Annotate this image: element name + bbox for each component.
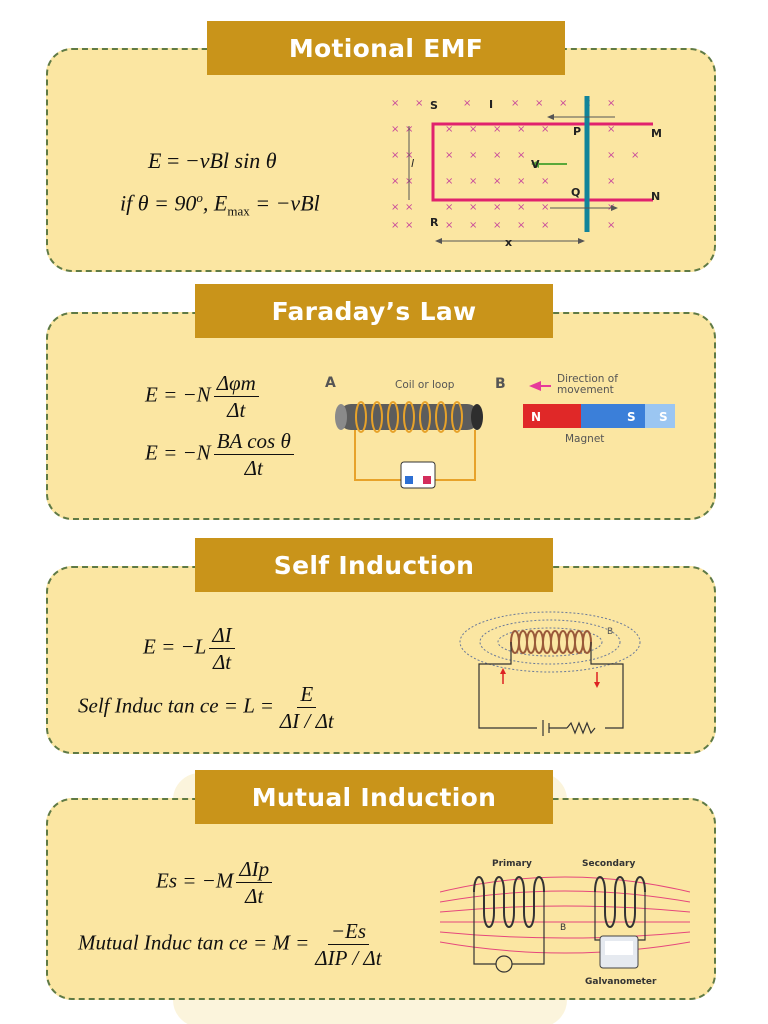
svg-text:S: S bbox=[627, 410, 636, 424]
svg-text:S: S bbox=[659, 410, 668, 424]
svg-text:×: × bbox=[445, 176, 453, 187]
svg-text:Magnet: Magnet bbox=[565, 433, 604, 445]
svg-text:×: × bbox=[535, 98, 543, 109]
svg-text:×: × bbox=[607, 220, 615, 231]
svg-text:×: × bbox=[517, 150, 525, 161]
motional-emf-equation-1: E = −vBl sin θ bbox=[148, 148, 277, 173]
svg-text:×: × bbox=[631, 150, 639, 161]
motional-emf-diagram: × × × × × × × × × × × × × × × × × × × × × × × × × × × × × × × × × × × ×… bbox=[391, 96, 662, 249]
svg-text:×: × bbox=[445, 202, 453, 213]
svg-text:×: × bbox=[517, 220, 525, 231]
svg-text:×: × bbox=[541, 202, 549, 213]
svg-text:B: B bbox=[560, 923, 566, 933]
svg-text:×: × bbox=[493, 202, 501, 213]
svg-text:×: × bbox=[391, 98, 399, 109]
svg-text:B: B bbox=[607, 627, 613, 637]
svg-text:×: × bbox=[517, 202, 525, 213]
svg-text:×: × bbox=[391, 124, 399, 135]
svg-text:I: I bbox=[489, 98, 493, 111]
svg-text:N: N bbox=[651, 190, 660, 203]
svg-text:×: × bbox=[463, 98, 471, 109]
svg-text:×: × bbox=[493, 220, 501, 231]
svg-text:×: × bbox=[391, 150, 399, 161]
svg-text:P: P bbox=[573, 125, 581, 138]
svg-text:×: × bbox=[391, 176, 399, 187]
svg-text:×: × bbox=[391, 202, 399, 213]
svg-text:×: × bbox=[607, 150, 615, 161]
svg-text:×: × bbox=[405, 220, 413, 231]
svg-text:×: × bbox=[469, 124, 477, 135]
svg-text:Coil or loop: Coil or loop bbox=[395, 379, 455, 391]
svg-text:B: B bbox=[495, 376, 506, 392]
mutual-induction-diagram: Primary Secondary B Galvanometer bbox=[440, 859, 690, 987]
svg-text:Direction of: Direction of bbox=[557, 373, 618, 385]
svg-text:M: M bbox=[651, 127, 662, 140]
svg-text:×: × bbox=[493, 150, 501, 161]
svg-text:x: x bbox=[505, 236, 512, 249]
svg-text:×: × bbox=[559, 98, 567, 109]
svg-text:A: A bbox=[325, 375, 336, 391]
svg-text:×: × bbox=[469, 202, 477, 213]
motional-emf-equation-2: if θ = 90o, Emax = −vBl bbox=[120, 190, 320, 219]
svg-text:×: × bbox=[493, 176, 501, 187]
svg-text:×: × bbox=[541, 176, 549, 187]
faradays-law-diagram: A Coil or loop B Direction of movement M… bbox=[325, 373, 675, 489]
svg-text:×: × bbox=[511, 98, 519, 109]
svg-text:×: × bbox=[391, 220, 399, 231]
svg-text:×: × bbox=[469, 150, 477, 161]
svg-text:×: × bbox=[493, 124, 501, 135]
svg-text:Q: Q bbox=[571, 186, 580, 199]
svg-text:×: × bbox=[469, 220, 477, 231]
svg-text:×: × bbox=[405, 202, 413, 213]
svg-text:×: × bbox=[517, 124, 525, 135]
svg-text:N: N bbox=[531, 410, 541, 424]
svg-text:movement: movement bbox=[557, 384, 614, 396]
svg-text:Galvanometer: Galvanometer bbox=[585, 977, 657, 987]
svg-text:×: × bbox=[415, 98, 423, 109]
svg-text:l: l bbox=[411, 157, 414, 170]
svg-text:×: × bbox=[541, 220, 549, 231]
motional-emf-title: Motional EMF bbox=[207, 21, 565, 75]
svg-text:×: × bbox=[445, 150, 453, 161]
svg-text:V: V bbox=[531, 158, 540, 171]
svg-text:Primary: Primary bbox=[492, 859, 532, 869]
svg-text:×: × bbox=[469, 176, 477, 187]
svg-text:×: × bbox=[517, 176, 525, 187]
svg-text:R: R bbox=[430, 216, 439, 229]
self-induction-diagram: B bbox=[459, 611, 641, 736]
svg-text:Secondary: Secondary bbox=[582, 859, 635, 869]
svg-text:×: × bbox=[607, 98, 615, 109]
svg-text:×: × bbox=[445, 124, 453, 135]
mutual-induction-title: Mutual Induction bbox=[195, 770, 553, 824]
svg-text:×: × bbox=[541, 124, 549, 135]
svg-text:×: × bbox=[445, 220, 453, 231]
self-induction-title: Self Induction bbox=[195, 538, 553, 592]
svg-text:S: S bbox=[430, 99, 438, 112]
svg-text:×: × bbox=[607, 176, 615, 187]
faradays-law-title: Faraday’s Law bbox=[195, 284, 553, 338]
svg-text:×: × bbox=[607, 124, 615, 135]
